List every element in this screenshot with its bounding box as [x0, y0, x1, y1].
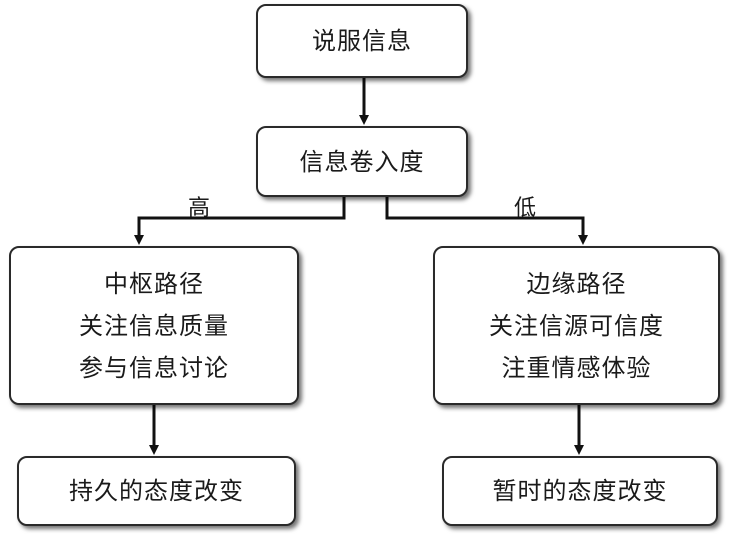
lasting-attitude-change-box: 持久的态度改变	[17, 456, 296, 526]
edge-label-high: 高	[188, 196, 211, 221]
edge-label-low: 低	[514, 196, 537, 221]
central-route-box: 中枢路径 关注信息质量 参与信息讨论	[9, 246, 299, 405]
peripheral-route-line-3: 注重情感体验	[501, 353, 652, 382]
central-route-line-3: 参与信息讨论	[79, 353, 229, 382]
involvement-box: 信息卷入度	[256, 126, 468, 197]
involvement-label: 信息卷入度	[299, 147, 425, 176]
lasting-attitude-change-label: 持久的态度改变	[69, 477, 244, 505]
persuasion-info-label: 说服信息	[312, 27, 412, 55]
peripheral-route-line-1: 边缘路径	[526, 269, 627, 298]
temporary-attitude-change-label: 暂时的态度改变	[492, 477, 668, 505]
temporary-attitude-change-box: 暂时的态度改变	[442, 456, 718, 526]
central-route-line-1: 中枢路径	[104, 269, 204, 298]
arrow-involvement-to-central	[134, 197, 346, 245]
peripheral-route-line-2: 关注信源可信度	[489, 311, 664, 340]
peripheral-route-box: 边缘路径 关注信源可信度 注重情感体验	[433, 246, 720, 405]
central-route-line-2: 关注信息质量	[79, 311, 229, 340]
persuasion-info-box: 说服信息	[256, 4, 468, 78]
arrow-involvement-to-peripheral	[385, 197, 588, 245]
